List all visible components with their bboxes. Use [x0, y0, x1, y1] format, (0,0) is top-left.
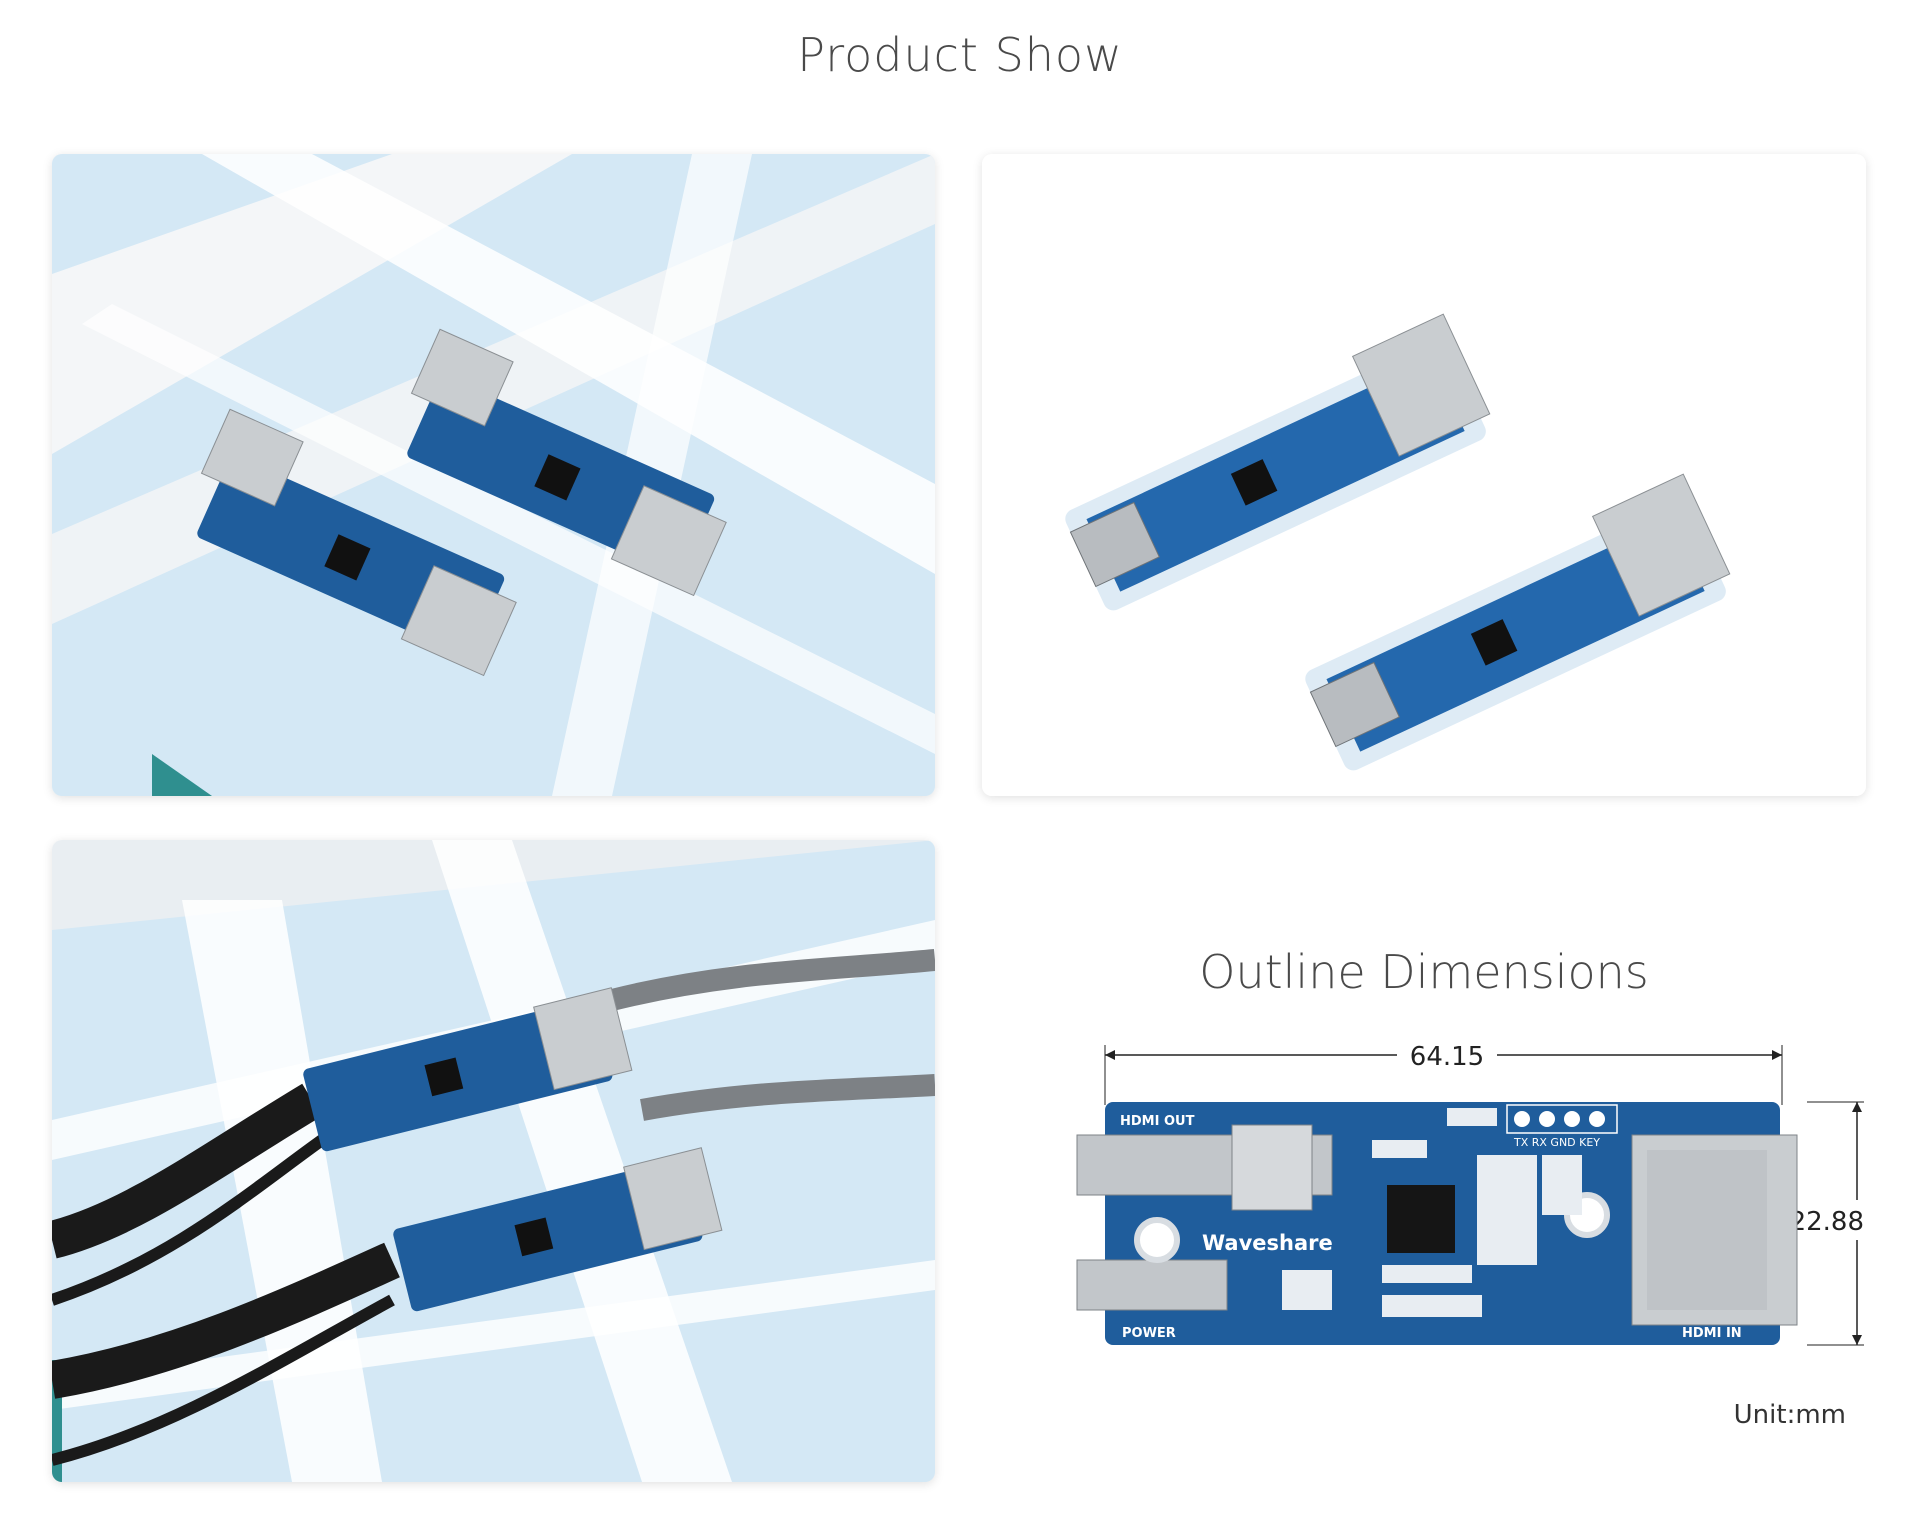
unit-label: Unit:mm [1733, 1400, 1846, 1430]
width-value: 64.15 [1410, 1042, 1484, 1072]
label-hdmi-in: HDMI IN [1682, 1326, 1742, 1341]
product-photo-boards-with-cables-icon [52, 840, 935, 1482]
product-photo-2 [982, 154, 1866, 796]
page-title: Product Show [797, 28, 1123, 82]
label-pins: TX RX GND KEY [1513, 1136, 1600, 1149]
product-photo-boards-on-paper-icon [52, 154, 935, 796]
label-hdmi-out: HDMI OUT [1120, 1114, 1195, 1129]
outline-dimensions-title: Outline Dimensions [1199, 945, 1649, 999]
height-value: 22.88 [1790, 1207, 1864, 1237]
label-brand: Waveshare [1202, 1231, 1333, 1255]
product-photo-3 [52, 840, 935, 1482]
product-photo-1 [52, 154, 935, 796]
outline-dimensions-panel: Outline Dimensions 64.15 22.88 [982, 840, 1866, 1482]
product-photo-boards-with-case-icon [982, 154, 1866, 796]
label-power: POWER [1122, 1326, 1176, 1341]
board-dimension-drawing: 64.15 22.88 [1076, 1040, 1866, 1346]
